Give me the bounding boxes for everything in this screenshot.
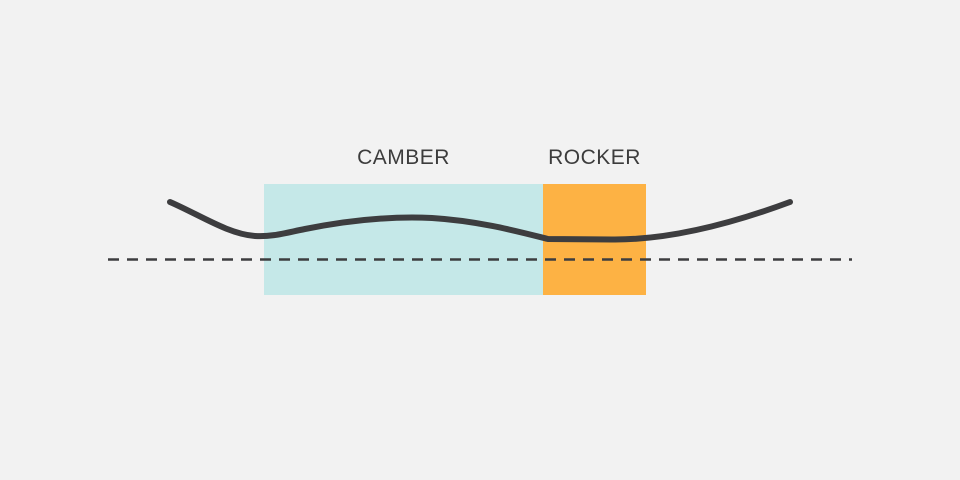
camber-label: CAMBER xyxy=(357,146,450,169)
camber-zone xyxy=(264,184,543,295)
rocker-label: ROCKER xyxy=(548,146,641,169)
board-profile-line xyxy=(167,199,793,243)
